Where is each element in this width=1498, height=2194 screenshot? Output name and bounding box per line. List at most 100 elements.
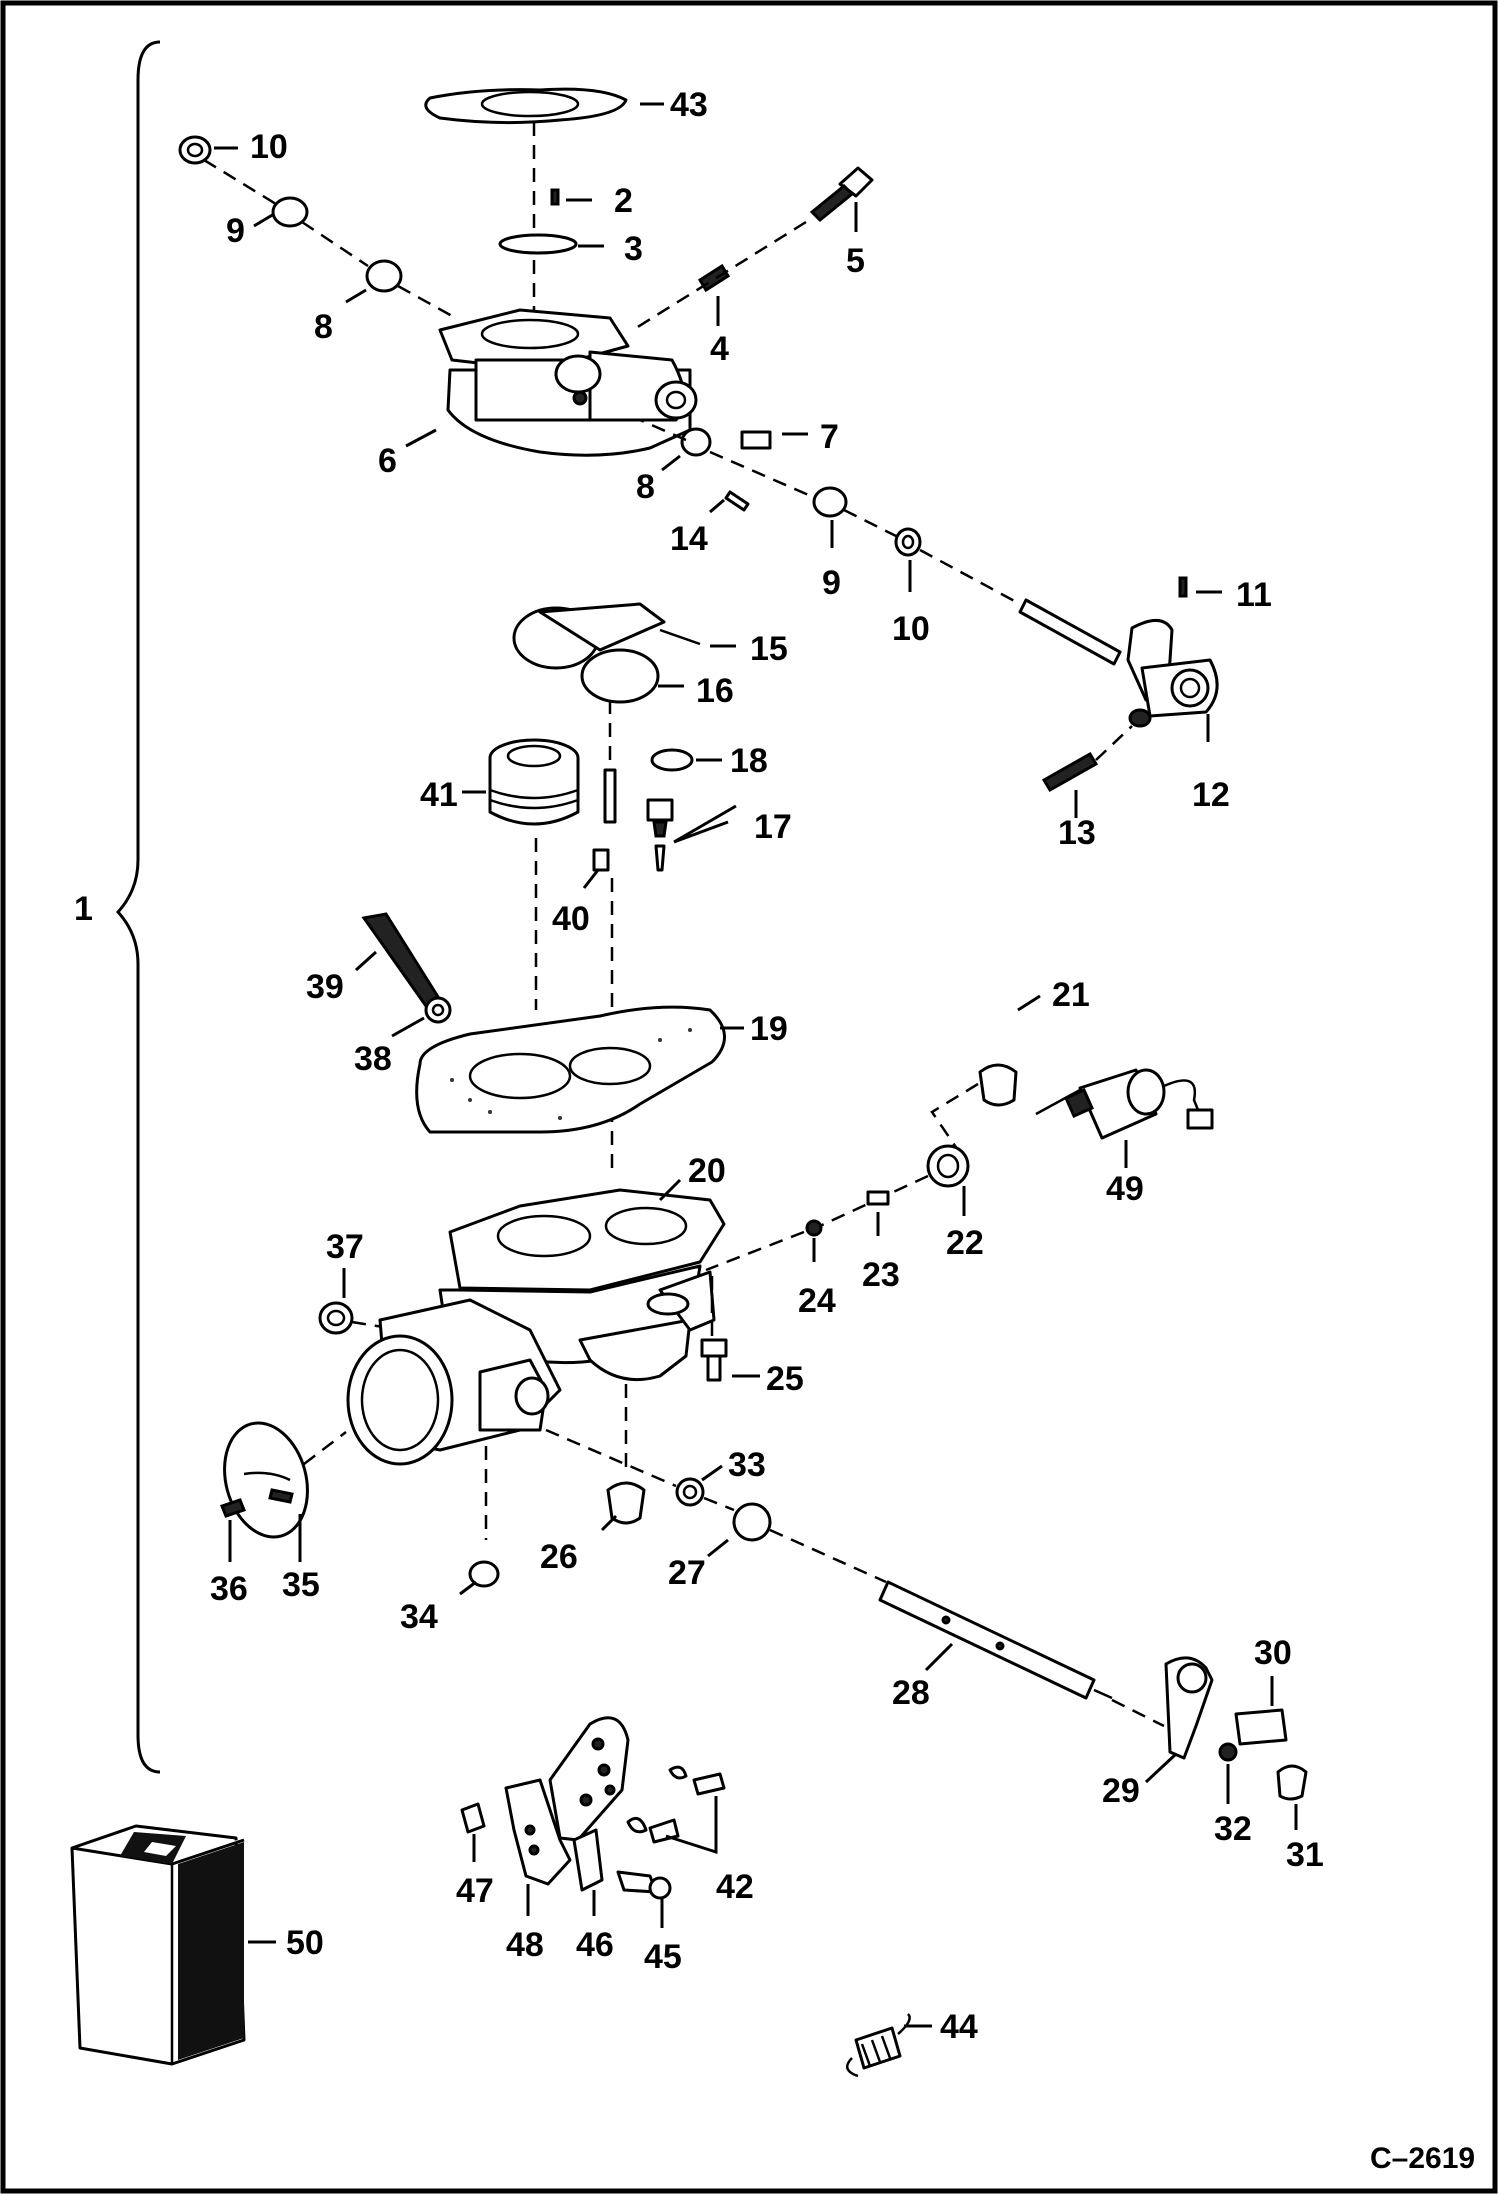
callout-1: 1	[74, 890, 93, 928]
callout-50: 50	[286, 1924, 324, 1962]
screw	[866, 1190, 890, 1206]
callout-7: 7	[820, 418, 839, 456]
screw	[668, 1765, 688, 1780]
callout-32: 32	[1214, 1810, 1252, 1848]
leader-line	[673, 804, 737, 844]
callout-47: 47	[456, 1872, 494, 1910]
callout-27: 27	[668, 1554, 706, 1592]
callout-26: 26	[540, 1538, 578, 1576]
bushing	[365, 259, 403, 293]
callout-22: 22	[946, 1224, 984, 1262]
axis-line	[303, 1431, 347, 1465]
callout-48: 48	[506, 1926, 544, 1964]
seal	[675, 1477, 705, 1507]
seal-ring	[894, 527, 922, 557]
callout-36: 36	[210, 1570, 248, 1608]
pin	[1178, 576, 1188, 598]
leader-line	[709, 498, 725, 514]
leader-line	[707, 1538, 729, 1558]
callout-43: 43	[670, 86, 708, 124]
leader-line	[582, 869, 600, 889]
plug	[468, 1560, 500, 1588]
throttle-lever	[1126, 619, 1219, 728]
drain-plug	[606, 1481, 646, 1525]
bolt	[700, 1276, 728, 1382]
callout-17: 17	[754, 808, 792, 846]
leader-line	[1144, 1752, 1178, 1784]
callout-39: 39	[306, 968, 344, 1006]
callout-9b: 9	[822, 564, 841, 602]
parts-kit-box	[70, 1824, 246, 2066]
top-gasket	[424, 87, 628, 125]
o-ring	[498, 233, 578, 255]
pin	[724, 490, 750, 512]
callout-20: 20	[688, 1152, 726, 1190]
leader-line	[600, 1514, 618, 1532]
leader-line	[253, 212, 275, 228]
leader-line	[459, 1580, 477, 1596]
callout-19: 19	[750, 1010, 788, 1048]
jet	[592, 848, 610, 872]
governor-bracket	[504, 1716, 630, 1886]
bushing	[732, 1502, 772, 1542]
screw	[220, 1498, 246, 1518]
callout-18: 18	[730, 742, 768, 780]
callout-34: 34	[400, 1598, 438, 1636]
throttle-plate	[223, 1421, 309, 1539]
callout-33: 33	[728, 1446, 766, 1484]
leader-line	[405, 428, 437, 448]
callout-41: 41	[420, 776, 458, 814]
callout-3: 3	[624, 230, 643, 268]
leader-line	[924, 1642, 954, 1672]
leader-line	[701, 1464, 723, 1482]
bushing	[271, 196, 309, 228]
callout-10: 10	[250, 128, 288, 166]
bushing	[680, 427, 712, 457]
seal	[424, 996, 452, 1024]
callout-38: 38	[354, 1040, 392, 1078]
nut	[460, 1802, 486, 1834]
axis-line	[1111, 1698, 1165, 1728]
screw	[692, 1772, 726, 1796]
callout-5: 5	[846, 242, 865, 280]
callout-11: 11	[1236, 576, 1272, 614]
callout-25: 25	[766, 1360, 804, 1398]
venturi	[488, 738, 580, 826]
callout-8b: 8	[636, 468, 655, 506]
callout-12: 12	[1192, 776, 1230, 814]
callout-21: 21	[1052, 976, 1090, 1014]
axis-line	[930, 1082, 979, 1163]
leader-line	[354, 950, 378, 972]
callout-45: 45	[644, 1938, 682, 1976]
upper-body	[438, 308, 698, 457]
mixture-screw	[361, 912, 443, 1008]
callout-40: 40	[552, 900, 590, 938]
seal-ring	[178, 135, 212, 165]
callout-46: 46	[576, 1926, 614, 1964]
axis-line	[545, 1428, 887, 1584]
leader-line	[658, 1178, 682, 1202]
leader-line	[665, 1796, 718, 1855]
callout-6: 6	[378, 442, 397, 480]
leader-line	[345, 288, 367, 304]
nut	[1276, 1764, 1308, 1801]
callout-49: 49	[1106, 1170, 1144, 1208]
throttle-shaft	[1018, 598, 1122, 666]
screw	[626, 1816, 648, 1834]
screw	[1041, 751, 1099, 793]
seal	[318, 1301, 354, 1335]
axis-line	[1095, 725, 1133, 761]
callout-31: 31	[1286, 1836, 1324, 1874]
clip	[572, 1828, 604, 1892]
callout-15: 15	[750, 630, 788, 668]
axis-line	[351, 1320, 403, 1332]
callout-23: 23	[862, 1256, 900, 1294]
axis-line	[635, 220, 807, 330]
callout-13: 13	[1058, 814, 1096, 852]
body-gasket	[415, 1005, 726, 1134]
callout-10b: 10	[892, 610, 930, 648]
callout-8: 8	[314, 308, 333, 346]
return-spring	[845, 2013, 911, 2078]
callout-30: 30	[1254, 1634, 1292, 1672]
